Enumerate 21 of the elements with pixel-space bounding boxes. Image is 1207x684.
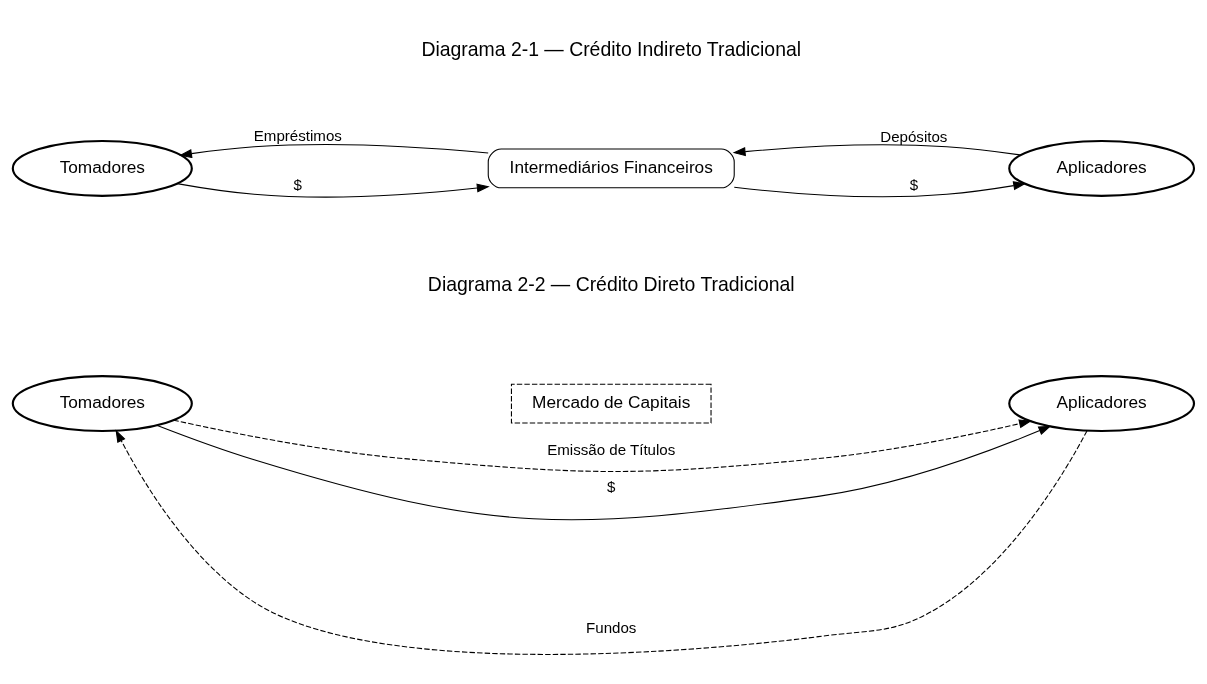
node-ellipse: Aplicadores <box>1008 139 1196 197</box>
node-box: Mercado de Capitais <box>510 383 712 424</box>
edge-label: Emissão de Títulos <box>547 440 676 458</box>
arrow <box>733 180 1027 197</box>
edge-label: Empréstimos <box>253 126 342 144</box>
node-box: Intermediários Financeiros <box>487 147 735 188</box>
arrow <box>173 418 1032 472</box>
node-ellipse: Aplicadores <box>1008 374 1196 432</box>
edge-label: Depósitos <box>880 127 948 145</box>
edge-label: $ <box>909 175 919 193</box>
edge-label: $ <box>607 477 616 495</box>
arrow <box>176 182 490 198</box>
label: Diagrama 2-2 — Crédito Direto Tradicional <box>427 272 795 295</box>
arrow <box>179 143 489 158</box>
arrow <box>156 424 1052 520</box>
edge-label: Fundos <box>586 618 637 636</box>
edge-label: $ <box>293 175 303 193</box>
node-ellipse: Tomadores <box>11 374 193 432</box>
arrow <box>732 143 1022 156</box>
label: Diagrama 2-1 — Crédito Indireto Tradicional <box>421 37 802 60</box>
arrow <box>115 428 1088 655</box>
